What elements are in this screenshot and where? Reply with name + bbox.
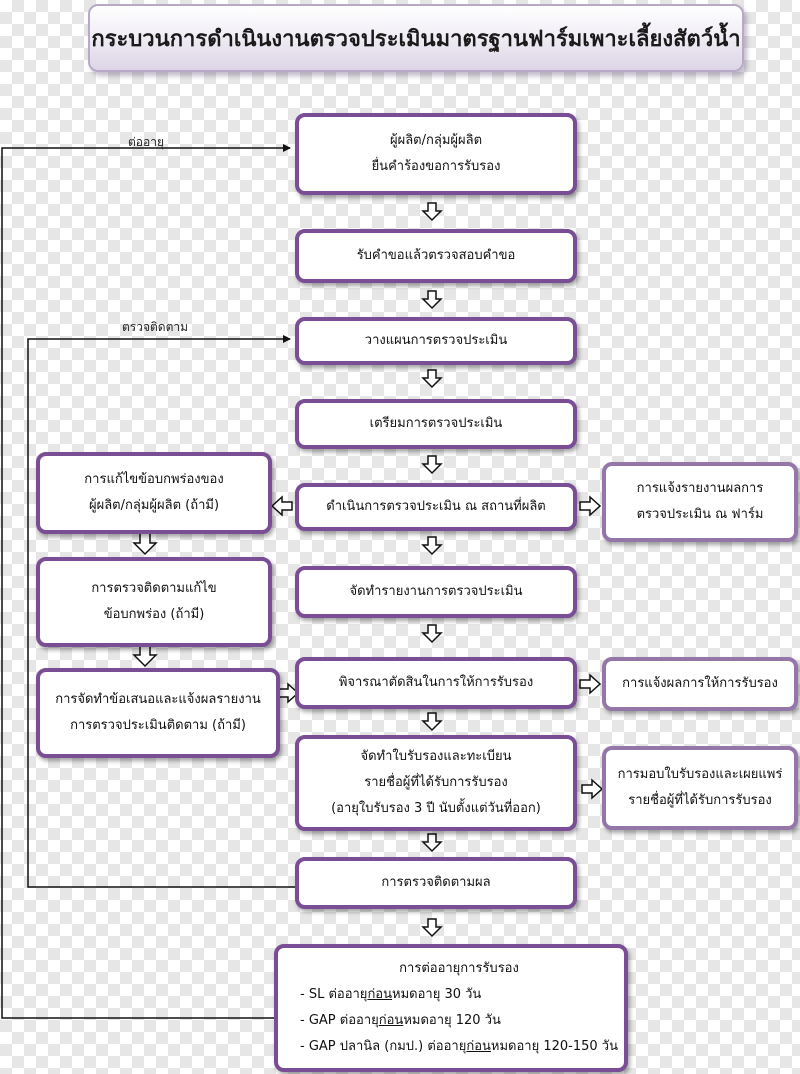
step-conduct-audit-label: ดำเนินการตรวจประเมิน ณ สถานที่ผลิต [326, 499, 546, 514]
step-submit-request-line1: ผู้ผลิต/กลุ่มผู้ผลิต [389, 133, 483, 148]
follow-loop-line [27, 335, 298, 888]
left-followup-defects[interactable]: การตรวจติดตามแก้ไข ข้อบกพร่อง (ถ้ามี) [36, 557, 272, 647]
step-plan-audit[interactable]: วางแผนการตรวจประเมิน [295, 317, 577, 365]
step-plan-audit-label: วางแผนการตรวจประเมิน [364, 333, 508, 348]
step-prepare-audit-label: เตรียมการตรวจประเมิน [369, 416, 503, 431]
left-proposal-report-line2: การตรวจประเมินติดตาม (ถ้ามี) [70, 718, 246, 733]
right-audit-result-notice[interactable]: การแจ้งรายงานผลการ ตรวจประเมิน ณ ฟาร์ม [602, 462, 798, 542]
right-certification-notice[interactable]: การแจ้งผลการให้การรับรอง [602, 657, 798, 711]
follow-label: ตรวจติดตาม [122, 320, 189, 334]
renewal-heading: การต่ออายุการรับรอง [399, 961, 519, 976]
left-proposal-report[interactable]: การจัดทำข้อเสนอและแจ้งผลรายงาน การตรวจปร… [36, 668, 280, 758]
step-issue-certificate-line2: รายชื่อผู้ที่ได้รับการรับรอง [364, 775, 508, 790]
step-follow-up[interactable]: การตรวจติดตามผล [295, 857, 577, 909]
right-certificate-handover[interactable]: การมอบใบรับรองและเผยแพร่ รายชื่อผู้ที่ได… [602, 746, 798, 830]
step-receive-request[interactable]: รับคำขอแล้วตรวจสอบคำขอ [295, 229, 577, 283]
right-certificate-handover-line2: รายชื่อผู้ที่ได้รับการรับรอง [628, 793, 772, 808]
right-certification-notice-label: การแจ้งผลการให้การรับรอง [622, 676, 778, 691]
step-issue-certificate-line3: (อายุใบรับรอง 3 ปี นับตั้งแต่วันที่ออก) [331, 801, 541, 816]
step-certification-decision-label: พิจารณาตัดสินในการให้การรับรอง [338, 675, 534, 690]
step-submit-request-line2: ยื่นคำร้องขอการรับรอง [371, 159, 501, 174]
step-follow-up-label: การตรวจติดตามผล [381, 875, 491, 890]
renewal-item-sl: - SL ต่ออายุก่อนหมดอายุ 30 วัน [300, 987, 482, 1002]
renewal-item-gap: - GAP ต่ออายุก่อนหมดอายุ 120 วัน [300, 1013, 501, 1028]
renewal-item-gap-tilapia: - GAP ปลานิล (กมป.) ต่ออายุก่อนหมดอายุ 1… [300, 1039, 618, 1054]
page-title: กระบวนการดำเนินงานตรวจประเมินมาตรฐานฟาร์… [88, 4, 744, 72]
right-audit-result-notice-line2: ตรวจประเมิน ณ ฟาร์ม [636, 507, 764, 522]
step-certification-decision[interactable]: พิจารณาตัดสินในการให้การรับรอง [295, 657, 577, 709]
step-issue-certificate-line1: จัดทำใบรับรองและทะเบียน [360, 749, 512, 764]
step-receive-request-label: รับคำขอแล้วตรวจสอบคำขอ [356, 248, 516, 263]
step-prepare-audit[interactable]: เตรียมการตรวจประเมิน [295, 399, 577, 449]
step-audit-report-label: จัดทำรายงานการตรวจประเมิน [349, 584, 523, 599]
left-followup-defects-line2: ข้อบกพร่อง (ถ้ามี) [103, 607, 205, 622]
title-text: กระบวนการดำเนินงานตรวจประเมินมาตรฐานฟาร์… [91, 26, 741, 52]
renew-loop-line [1, 144, 291, 1019]
step-conduct-audit[interactable]: ดำเนินการตรวจประเมิน ณ สถานที่ผลิต [295, 483, 577, 531]
step-submit-request[interactable]: ผู้ผลิต/กลุ่มผู้ผลิต ยื่นคำร้องขอการรับร… [295, 113, 577, 195]
side-arrows [270, 495, 604, 800]
left-fix-defects[interactable]: การแก้ไขข้อบกพร่องของ ผู้ผลิต/กลุ่มผู้ผล… [36, 452, 272, 534]
step-issue-certificate[interactable]: จัดทำใบรับรองและทะเบียน รายชื่อผู้ที่ได้… [295, 735, 577, 831]
renew-label: ต่ออายุ [128, 135, 164, 149]
left-followup-defects-line1: การตรวจติดตามแก้ไข [91, 581, 217, 596]
renewal-box[interactable]: การต่ออายุการรับรอง - SL ต่ออายุก่อนหมดอ… [274, 944, 628, 1072]
step-audit-report[interactable]: จัดทำรายงานการตรวจประเมิน [295, 566, 577, 618]
right-audit-result-notice-line1: การแจ้งรายงานผลการ [636, 481, 764, 496]
right-certificate-handover-line1: การมอบใบรับรองและเผยแพร่ [617, 767, 783, 782]
left-fix-defects-line1: การแก้ไขข้อบกพร่องของ [84, 472, 224, 487]
left-proposal-report-line1: การจัดทำข้อเสนอและแจ้งผลรายงาน [55, 692, 261, 707]
down-arrows [132, 202, 443, 938]
left-fix-defects-line2: ผู้ผลิต/กลุ่มผู้ผลิต (ถ้ามี) [88, 498, 220, 513]
